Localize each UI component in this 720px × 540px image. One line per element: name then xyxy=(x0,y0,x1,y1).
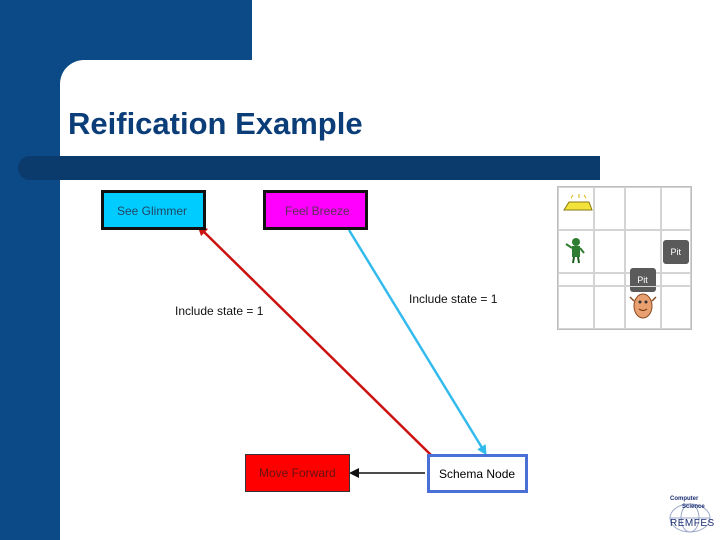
pit-marker: Pit xyxy=(662,239,689,264)
edge-feel-breeze-to-schema xyxy=(347,229,487,456)
grid-cell xyxy=(624,286,661,329)
grid-cell xyxy=(594,187,625,230)
wumpus-world-grid: Pit Pit xyxy=(557,186,692,330)
grid-cell xyxy=(558,230,594,273)
theme-corner-curve xyxy=(60,60,108,108)
grid-cell xyxy=(594,286,625,329)
gold-icon xyxy=(563,194,593,211)
right-edge-label: Include state = 1 xyxy=(409,292,498,306)
grid-cell xyxy=(660,187,691,230)
pit-marker: Pit xyxy=(629,267,656,292)
left-theme-band xyxy=(0,0,60,540)
grid-cell xyxy=(660,286,691,329)
slide-title: Reification Example xyxy=(68,106,363,141)
globe-icon xyxy=(669,503,711,533)
logo-text-computer: Computer xyxy=(670,496,699,502)
grid-cell xyxy=(558,187,594,230)
edge-schema-to-see-glimmer xyxy=(197,225,433,457)
grid-cell xyxy=(594,273,625,286)
grid-cell xyxy=(558,273,594,286)
logo-text-remfes: REMFES xyxy=(670,518,715,529)
grid-cell xyxy=(624,187,661,230)
title-underline-bar xyxy=(18,156,600,180)
left-edge-label: Include state = 1 xyxy=(175,304,264,318)
see-glimmer-node: See Glimmer xyxy=(101,190,206,230)
schema-node: Schema Node xyxy=(427,454,528,493)
computer-science-logo: Computer Science REMFES xyxy=(664,492,716,536)
grid-cell: Pit xyxy=(660,230,691,273)
move-forward-node: Move Forward xyxy=(245,454,350,492)
logo-text-science: Science xyxy=(682,504,705,510)
agent-icon xyxy=(565,238,585,264)
grid-cell xyxy=(594,230,625,273)
feel-breeze-node: Feel Breeze xyxy=(263,190,368,230)
grid-cell xyxy=(558,286,594,329)
wumpus-icon xyxy=(628,293,657,319)
grid-cell xyxy=(660,273,691,286)
grid-cell: Pit xyxy=(624,267,661,292)
top-theme-band xyxy=(0,0,252,60)
